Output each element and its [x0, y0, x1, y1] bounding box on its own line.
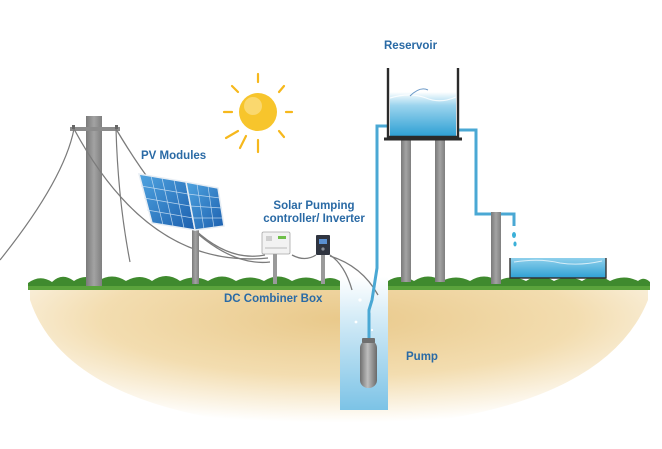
outlet-pole	[491, 212, 501, 284]
dc-combiner-box	[261, 231, 291, 284]
pump-label: Pump	[406, 351, 438, 363]
controller-label-line1: Solar Pumping	[273, 200, 355, 212]
pv-panel-stand	[192, 218, 199, 284]
soil-ground	[30, 282, 648, 430]
pump-controller-inverter	[316, 235, 330, 284]
controller-label: Solar Pumping controller/ Inverter	[258, 200, 370, 226]
electric-pole	[0, 116, 131, 286]
grass-strip	[28, 276, 650, 290]
reservoir-label: Reservoir	[384, 40, 438, 52]
pv-modules-label: PV Modules	[141, 150, 207, 162]
water-trough	[509, 258, 607, 279]
delivery-pipe	[367, 124, 516, 343]
controller-label-line2: controller/ Inverter	[263, 213, 365, 225]
pv-modules	[137, 173, 225, 231]
submersible-pump	[360, 338, 377, 388]
sun-icon	[222, 72, 294, 154]
dc-combiner-box-label: DC Combiner Box	[224, 293, 323, 305]
reservoir-tank	[384, 68, 462, 282]
water-drops	[512, 232, 517, 247]
